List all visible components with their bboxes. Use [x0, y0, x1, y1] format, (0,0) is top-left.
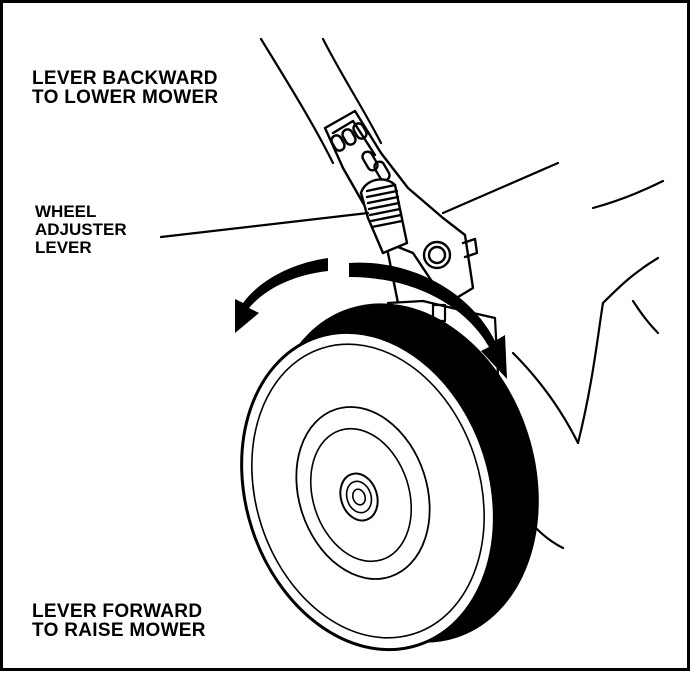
lower-caption-line-2: TO LOWER MOWER	[32, 87, 219, 108]
handle-lines	[259, 37, 665, 550]
backward-arrow	[235, 258, 328, 333]
forward-arrow	[349, 262, 507, 379]
callout-line-1: WHEEL	[35, 202, 97, 221]
callout-line-3: LEVER	[35, 237, 92, 257]
wheel-adjuster-lever-callout: WHEEL ADJUSTER LEVER	[35, 203, 127, 257]
callout-line-2: ADJUSTER	[35, 219, 127, 239]
mower-wheel-illustration	[159, 37, 665, 652]
callout-leader-line	[159, 211, 370, 239]
lower-caption-line-1: LEVER BACKWARD	[32, 68, 218, 89]
wheel	[240, 303, 539, 652]
lower-mower-caption: LEVER BACKWARD TO LOWER MOWER	[32, 69, 218, 107]
raise-caption-line-2: TO RAISE MOWER	[32, 620, 206, 641]
raise-mower-caption: LEVER FORWARD TO RAISE MOWER	[32, 602, 206, 640]
raise-caption-line-1: LEVER FORWARD	[32, 601, 203, 622]
